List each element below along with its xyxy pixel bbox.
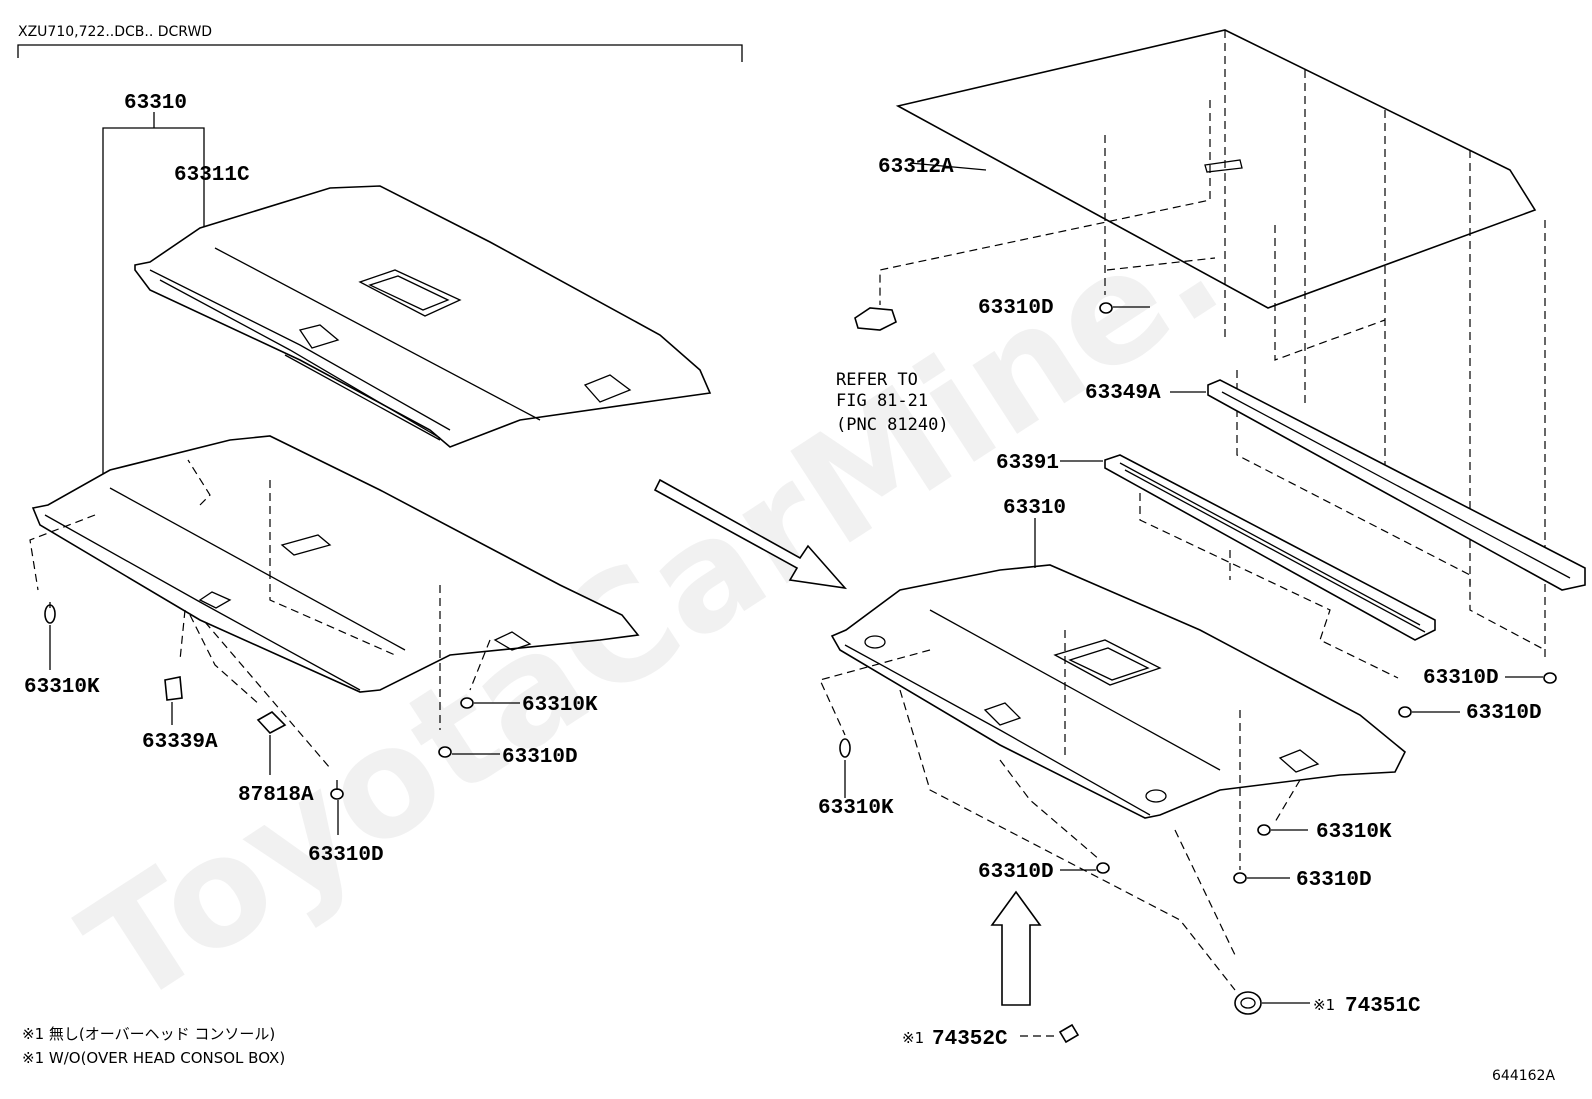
label-rail-b: 63391: [996, 452, 1059, 475]
leader-pad: [909, 162, 987, 171]
label-clip-right-k: 63310K: [522, 694, 598, 717]
dash-pad-8: [1274, 225, 1386, 361]
variant-note: XZU710,722..DCB.. DCRWD: [18, 24, 212, 40]
clip-icon: [1398, 706, 1460, 718]
rail-a: [1207, 379, 1586, 591]
dash-left-center: [269, 480, 396, 656]
label-cap-b: 74352C: [932, 1028, 1008, 1051]
figure-id: 644162A: [1492, 1068, 1555, 1084]
dash-left-k: [29, 514, 96, 591]
holder-icon: [256, 711, 287, 734]
variant-bracket: [17, 44, 743, 62]
label-cap-c-mark: ※1: [1313, 996, 1335, 1014]
label-holder: 87818A: [238, 784, 314, 807]
label-clip-center-d: 63310D: [978, 861, 1054, 884]
label-clip-right-d-right: 63310D: [1296, 869, 1372, 892]
label-rail-a: 63349A: [1085, 382, 1161, 405]
dash-left-bottom: [204, 621, 331, 769]
label-bracket: 63339A: [142, 731, 218, 754]
cap-icon: [1234, 991, 1310, 1015]
label-clip-bottom: 63310D: [308, 844, 384, 867]
dash-rail-a: [1236, 370, 1546, 651]
clip-icon: [1099, 302, 1150, 314]
rail-b: [1104, 454, 1436, 641]
label-clip-rail-1: 63310D: [1423, 667, 1499, 690]
arrow-right-icon: [653, 478, 848, 590]
dash-left-right-k: [469, 639, 491, 691]
label-assembly-right: 63310: [1003, 497, 1066, 520]
label-clip-left-right: 63310K: [818, 797, 894, 820]
clip-icon: [44, 602, 56, 624]
dash-right-cap: [899, 689, 1236, 991]
headliner-lower-left: [31, 435, 640, 693]
label-clip-left: 63310K: [24, 676, 100, 699]
headliner-upper-left: [134, 185, 712, 448]
clip-icon: [1233, 872, 1290, 884]
label-clip-rail-2: 63310D: [1466, 702, 1542, 725]
dash-rail-b: [1139, 480, 1399, 679]
cap-icon: [1020, 1023, 1080, 1044]
overhead-console-icon: [854, 307, 897, 331]
clip-icon: [438, 746, 500, 758]
ref-line1: REFER TO: [836, 370, 918, 390]
label-pad: 63312A: [878, 156, 954, 179]
ref-line3: (PNC 81240): [836, 415, 949, 435]
footnote-jp: ※1 無し(オーバーヘッド コンソール): [22, 1025, 275, 1043]
clip-icon: [1257, 824, 1308, 836]
bracket-icon: [164, 676, 183, 701]
clip-icon: [460, 697, 520, 709]
dash-right-k: [1274, 779, 1301, 823]
dash-left-top: [187, 459, 211, 506]
headliner-pad: [895, 29, 1537, 309]
clip-icon: [1060, 862, 1110, 874]
dash-right-center-d: [999, 759, 1101, 861]
footnote-en: ※1 W/O(OVER HEAD CONSOL BOX): [22, 1049, 285, 1067]
label-clip-right-d: 63310D: [502, 746, 578, 769]
headliner-right: [830, 564, 1407, 819]
label-sub-left: 63311C: [174, 164, 250, 187]
dash-left-bracket: [179, 609, 186, 661]
dash-pad-9: [1106, 257, 1216, 271]
clip-icon: [330, 780, 344, 800]
clip-icon: [1505, 672, 1557, 684]
label-cap-c: 74351C: [1345, 995, 1421, 1018]
dash-right-cap-2: [1174, 829, 1236, 956]
label-clip-right-k-right: 63310K: [1316, 821, 1392, 844]
label-cap-b-mark: ※1: [902, 1029, 924, 1047]
ref-line2: FIG 81-21: [836, 391, 928, 411]
dash-left-holder: [189, 614, 261, 706]
label-clip-top: 63310D: [978, 297, 1054, 320]
clip-icon: [839, 738, 851, 798]
label-assembly-left: 63310: [124, 92, 187, 115]
arrow-up-icon: [990, 890, 1042, 1006]
